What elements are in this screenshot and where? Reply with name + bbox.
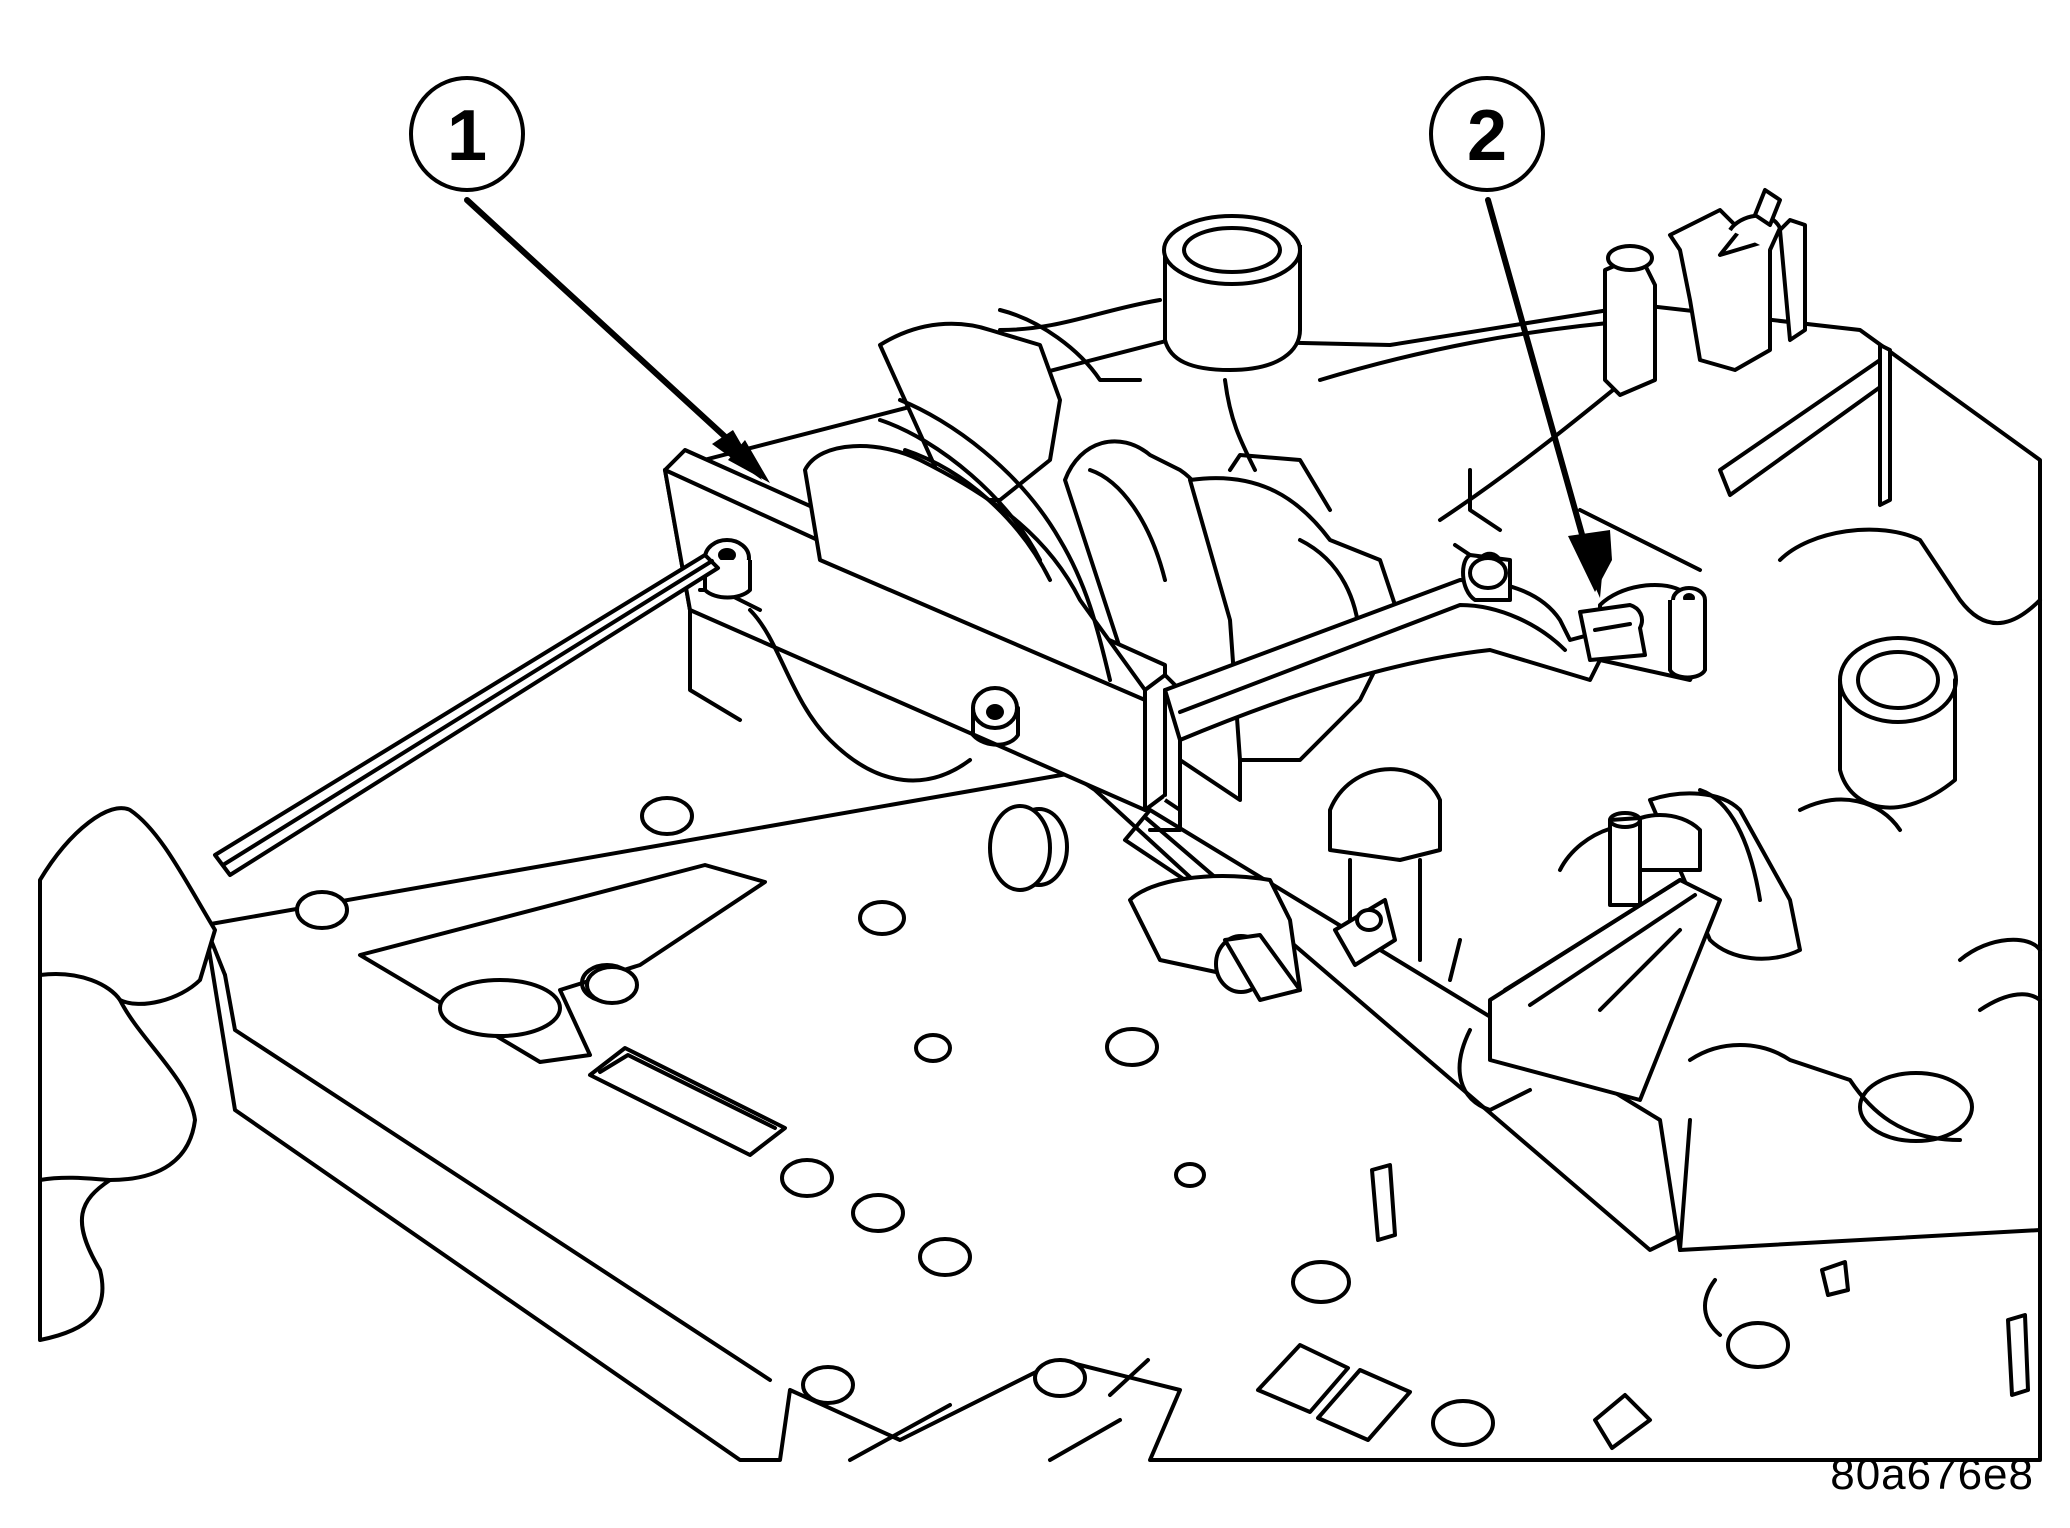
callout-1-number: 1 [447,96,487,176]
callout-2: 2 [1429,76,1545,192]
separator-plate [203,768,2042,1462]
screwdriver [38,553,720,1342]
callout-leaders [464,197,1612,598]
manual-lever [1163,543,1707,797]
callout-2-number: 2 [1467,96,1507,176]
retaining-plate [663,398,1182,892]
figure-id-label: 80a676e8 [1830,1450,2034,1499]
callout-1: 1 [409,76,525,192]
